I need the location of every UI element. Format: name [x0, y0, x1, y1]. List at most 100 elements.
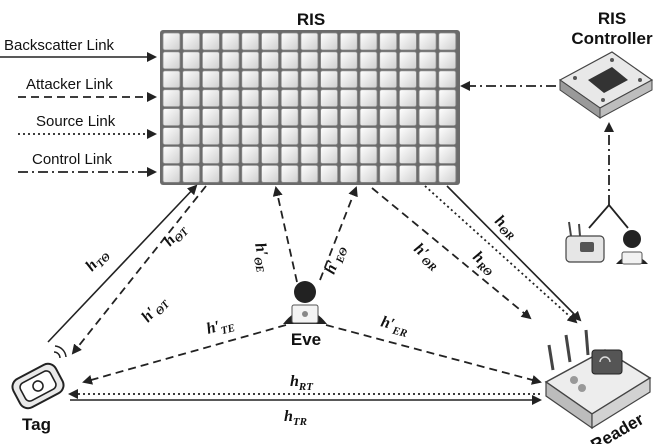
channel-label-h-or: hΘR — [490, 212, 522, 243]
ris-element — [201, 127, 220, 145]
ris-element — [241, 89, 260, 108]
link-tag-to-ris — [47, 184, 198, 343]
ris-element — [162, 108, 181, 126]
ris-element — [241, 127, 260, 145]
ris-element — [280, 127, 299, 145]
ris-element — [359, 70, 378, 89]
ris-element — [241, 108, 260, 126]
ris-element — [221, 89, 240, 108]
ris-element — [379, 108, 398, 126]
link-ris-to-reader-backscatter — [446, 185, 582, 322]
ris-element — [280, 146, 299, 164]
ris-element — [339, 164, 358, 183]
channel-label-hp-oe: h′ΘE — [248, 241, 274, 274]
controller-board-icon — [558, 51, 654, 119]
ris-element — [398, 108, 417, 126]
ris-element — [438, 108, 457, 126]
channel-label-h-tr: hTR — [284, 408, 307, 428]
ris-element — [398, 146, 417, 164]
ris-element — [182, 146, 201, 164]
ris-element — [320, 51, 339, 70]
ris-element — [201, 164, 220, 183]
controller-label-1: RIS — [598, 9, 626, 28]
ris-element — [221, 164, 240, 183]
ris-element — [280, 70, 299, 89]
ris-element — [320, 89, 339, 108]
controller-label-2: Controller — [571, 29, 653, 48]
ris-element — [261, 70, 279, 89]
ris-element — [320, 164, 339, 183]
channel-label-h-ot: hΘT — [160, 219, 192, 251]
ris-element — [320, 108, 339, 126]
ris-element — [261, 164, 279, 183]
ris-element — [339, 70, 358, 89]
ris-element — [261, 32, 279, 51]
hacker-router-icon — [565, 221, 648, 265]
legend: Backscatter Link Attacker Link Source Li… — [0, 37, 157, 177]
ris-element — [339, 32, 358, 51]
ris-element — [320, 127, 339, 145]
eve-hacker-icon — [283, 281, 327, 324]
link-eve-to-ris — [272, 186, 298, 283]
ris-element — [320, 32, 339, 51]
ris-element — [201, 108, 220, 126]
ris-element — [241, 51, 260, 70]
ris-element — [300, 146, 319, 164]
ris-element — [221, 32, 240, 51]
ris-element — [182, 32, 201, 51]
ris-element — [359, 32, 378, 51]
ris-element — [339, 89, 358, 108]
ris-element — [221, 108, 240, 126]
ris-element — [379, 51, 398, 70]
ris-element — [438, 164, 457, 183]
ris-element — [418, 108, 437, 126]
ris-element — [359, 89, 378, 108]
ris-element — [359, 146, 378, 164]
ris-panel — [160, 30, 460, 185]
ris-element — [241, 70, 260, 89]
ris-element — [379, 127, 398, 145]
ris-element — [201, 70, 220, 89]
ris-element — [221, 51, 240, 70]
ris-element — [300, 89, 319, 108]
ris-element — [300, 164, 319, 183]
ris-element — [359, 164, 378, 183]
link-ris-to-tag — [71, 185, 207, 355]
ris-element — [300, 127, 319, 145]
ris-element — [182, 127, 201, 145]
ris-element — [182, 108, 201, 126]
ris-element — [280, 108, 299, 126]
ris-element — [162, 32, 181, 51]
channel-label-h-to: hTΘ — [82, 245, 113, 277]
ris-element — [398, 127, 417, 145]
ris-element — [438, 89, 457, 108]
channel-label-h-ro: hRΘ — [468, 248, 500, 280]
ris-element — [438, 146, 457, 164]
ris-title: RIS — [297, 10, 325, 29]
channel-label-hp-er: h′ER — [378, 313, 410, 340]
ris-element — [418, 51, 437, 70]
eve-label: Eve — [291, 330, 321, 349]
ris-element — [280, 164, 299, 183]
ris-element — [201, 51, 220, 70]
ris-element — [162, 70, 181, 89]
ris-element — [359, 108, 378, 126]
ris-element — [280, 89, 299, 108]
ris-element — [241, 146, 260, 164]
ris-element — [221, 70, 240, 89]
ris-element — [320, 70, 339, 89]
ris-element — [300, 108, 319, 126]
ris-element — [261, 127, 279, 145]
ris-element — [201, 89, 220, 108]
ris-element — [398, 32, 417, 51]
legend-backscatter: Backscatter Link — [4, 37, 115, 54]
ris-element — [320, 146, 339, 164]
ris-element — [201, 146, 220, 164]
ris-element — [438, 127, 457, 145]
legend-attacker: Attacker Link — [26, 76, 113, 93]
ris-element — [162, 164, 181, 183]
ris-element — [261, 51, 279, 70]
ris-element — [261, 108, 279, 126]
